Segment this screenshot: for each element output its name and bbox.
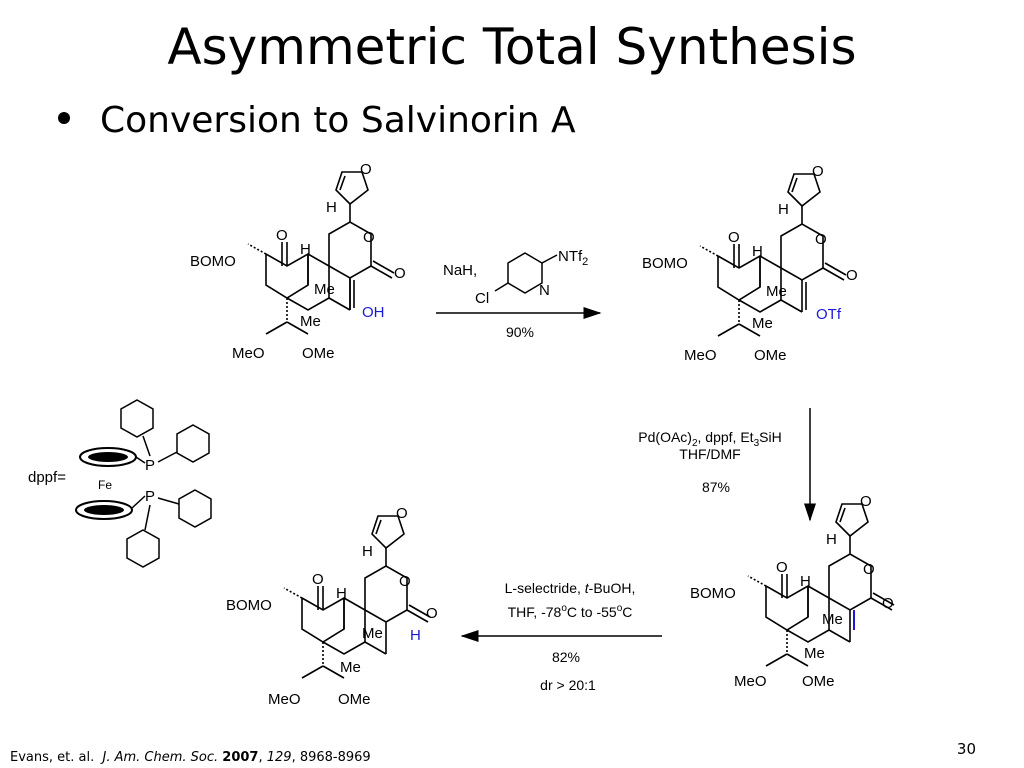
h-label-3: H [326,199,337,216]
fe-label: Fe [98,478,112,492]
h-label: H [300,241,311,258]
meo-label: MeO [232,345,265,362]
ketone-o-label: O [776,559,788,576]
me-label-2: Me [752,315,773,332]
citation: Evans, et. al. J. Am. Chem. Soc. 2007, 1… [10,750,371,765]
citation-year: 2007 [222,750,259,765]
slide-title: Asymmetric Total Synthesis [167,18,857,76]
ome-label: OMe [338,691,371,708]
bomo-label: BOMO [190,253,236,270]
me-label-2: Me [804,645,825,662]
page-number: 30 [956,740,976,758]
h-label-3: H [362,543,373,560]
dr-step3: dr > 20:1 [540,677,596,693]
lactone-o-label: O [815,231,827,248]
lactone-o-label: O [399,573,411,590]
ntf-label: NTf2 [558,248,588,268]
meo-label: MeO [268,691,301,708]
furan-o-label: O [860,493,872,510]
lactone-o-label: O [863,561,875,578]
nah-label: NaH, [443,262,477,279]
h-label: H [752,243,763,260]
me-label: Me [766,283,787,300]
me-label: Me [314,281,335,298]
furan-o-label: O [812,163,824,180]
p-label-2: P [145,488,155,505]
me-label: Me [822,611,843,628]
conditions-step2-line1: Pd(OAc)2, dppf, Et3SiH [638,429,781,449]
citation-volume: 129 [266,750,292,765]
citation-pages: 8968-8969 [299,750,371,765]
meo-label: MeO [734,673,767,690]
bomo-label: BOMO [642,255,688,272]
bullet-text: Conversion to Salvinorin A [100,100,576,141]
h-label-3: H [778,201,789,218]
carbonyl-o-label: O [394,265,406,282]
conditions-step3-line1: L-selectride, t-BuOH, [505,580,636,596]
molecule-1: BOMO O H Me Me O O H O OH MeO OMe [190,161,406,362]
me-label-2: Me [340,659,361,676]
n-label: N [539,282,550,299]
ketone-o-label: O [312,571,324,588]
pyridine-reagent: NaH, Cl N NTf2 [443,248,588,307]
ome-label: OMe [754,347,787,364]
molecule-2: BOMO O H Me Me O O H O OTf MeO OMe [642,163,858,364]
furan-o-label: O [396,505,408,522]
me-label: Me [362,625,383,642]
citation-authors: Evans, et. al. [10,750,95,765]
bullet-item: Conversion to Salvinorin A [58,100,576,141]
yield-step3: 82% [552,649,580,665]
ketone-o-label: O [728,229,740,246]
new-h-label: H [410,627,421,644]
molecule-4: BOMO O H Me Me O O H O H MeO OMe [226,505,438,708]
molecule-3: BOMO O H Me Me O O H O MeO OMe [690,493,895,690]
conditions-step3-line2: THF, -78oC to -55oC [508,603,633,620]
oh-label: OH [362,304,385,321]
carbonyl-o-label: O [882,595,894,612]
otf-label: OTf [816,306,842,323]
cl-label: Cl [475,290,489,307]
bomo-label: BOMO [226,597,272,614]
yield-step2: 87% [702,479,730,495]
lactone-o-label: O [363,229,375,246]
dppf-structure: dppf= Fe P P [28,399,212,568]
dppf-label: dppf= [28,469,66,486]
bomo-label: BOMO [690,585,736,602]
h-label: H [336,585,347,602]
carbonyl-o-label: O [426,605,438,622]
carbonyl-o-label: O [846,267,858,284]
h-label: H [800,573,811,590]
me-label-2: Me [300,313,321,330]
meo-label: MeO [684,347,717,364]
ome-label: OMe [802,673,835,690]
h-label-3: H [826,531,837,548]
ketone-o-label: O [276,227,288,244]
p-label-1: P [145,457,155,474]
furan-o-label: O [360,161,372,178]
conditions-step2-line2: THF/DMF [679,446,740,462]
ome-label: OMe [302,345,335,362]
yield-step1: 90% [506,324,534,340]
bullet-dot-icon [58,112,70,124]
citation-journal: J. Am. Chem. Soc. [102,750,219,765]
